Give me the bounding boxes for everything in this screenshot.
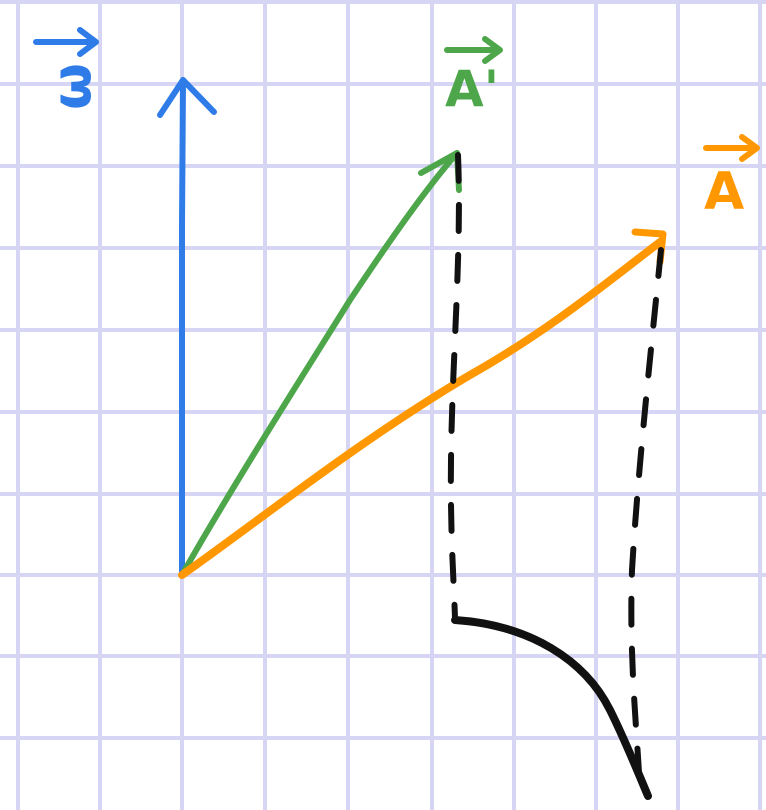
vector-b-arrowhead [157,77,217,118]
vector-a-shaft [178,238,664,579]
vector-b [157,77,217,578]
label-b: ω [33,27,103,110]
label-a-prime-text: A' [445,60,499,118]
label-a-text: A [704,162,744,222]
dashed-line-a-prime [447,152,462,621]
dashed-line-a [628,247,664,793]
projection-lines [447,152,664,793]
label-a: A [703,134,760,222]
vector-b-shaft [178,77,186,578]
label-a-prime-arrow [444,36,503,64]
label-b-text: ω [40,63,103,110]
label-a-prime: A' [444,36,503,118]
vector-a-prime [179,150,462,578]
label-b-arrow [33,27,99,57]
rotation-arc [451,616,652,800]
vector-a [178,228,667,579]
label-a-arrow [703,134,760,162]
vector-a-prime-shaft [179,150,460,578]
